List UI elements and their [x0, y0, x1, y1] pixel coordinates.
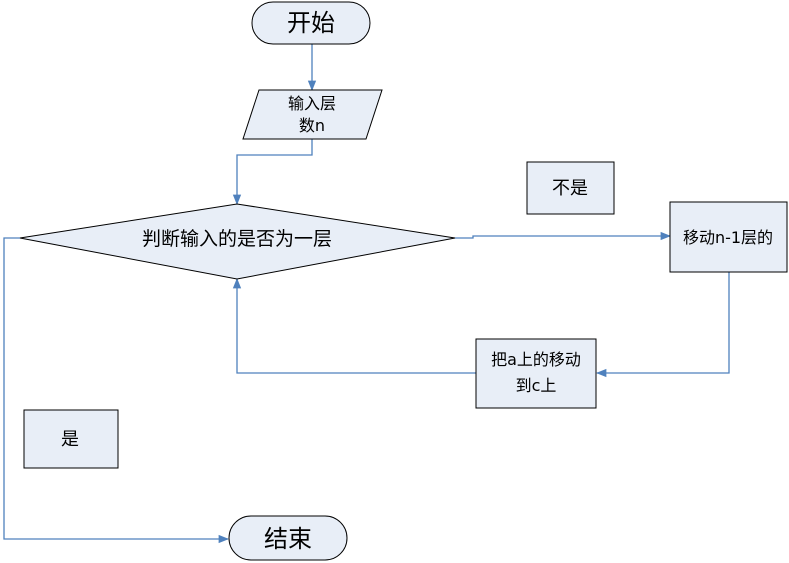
connector-decision-to-move-n1 [455, 231, 672, 241]
decision-node: 判断输入的是否为一层 [19, 203, 456, 280]
yes-label-box: 是 [23, 409, 119, 469]
connector-move-n1-to-move-ac [595, 272, 730, 378]
yes-label: 是 [61, 429, 79, 450]
decision-label: 判断输入的是否为一层 [142, 228, 332, 250]
input-label-line2: 数n [299, 116, 325, 135]
move-ac-node: 把a上的移动 到c上 [475, 338, 597, 409]
move-n1-label: 移动n-1层的 [683, 228, 773, 247]
connector-decision-to-end [3, 237, 230, 544]
end-node: 结束 [228, 515, 348, 561]
start-label: 开始 [287, 9, 335, 37]
end-label: 结束 [264, 525, 312, 553]
connector-input-to-decision [232, 139, 313, 206]
move-ac-label-line1: 把a上的移动 [491, 350, 581, 369]
input-node: 输入层 数n [242, 89, 383, 140]
no-label-box: 不是 [526, 161, 615, 215]
move-ac-label-line2: 到c上 [516, 376, 557, 395]
connectors [3, 44, 730, 544]
start-node: 开始 [251, 1, 371, 45]
input-label-line1: 输入层 [288, 94, 336, 113]
connector-move-ac-to-decision [232, 277, 476, 374]
move-n1-node: 移动n-1层的 [669, 201, 788, 273]
no-label: 不是 [552, 178, 588, 199]
